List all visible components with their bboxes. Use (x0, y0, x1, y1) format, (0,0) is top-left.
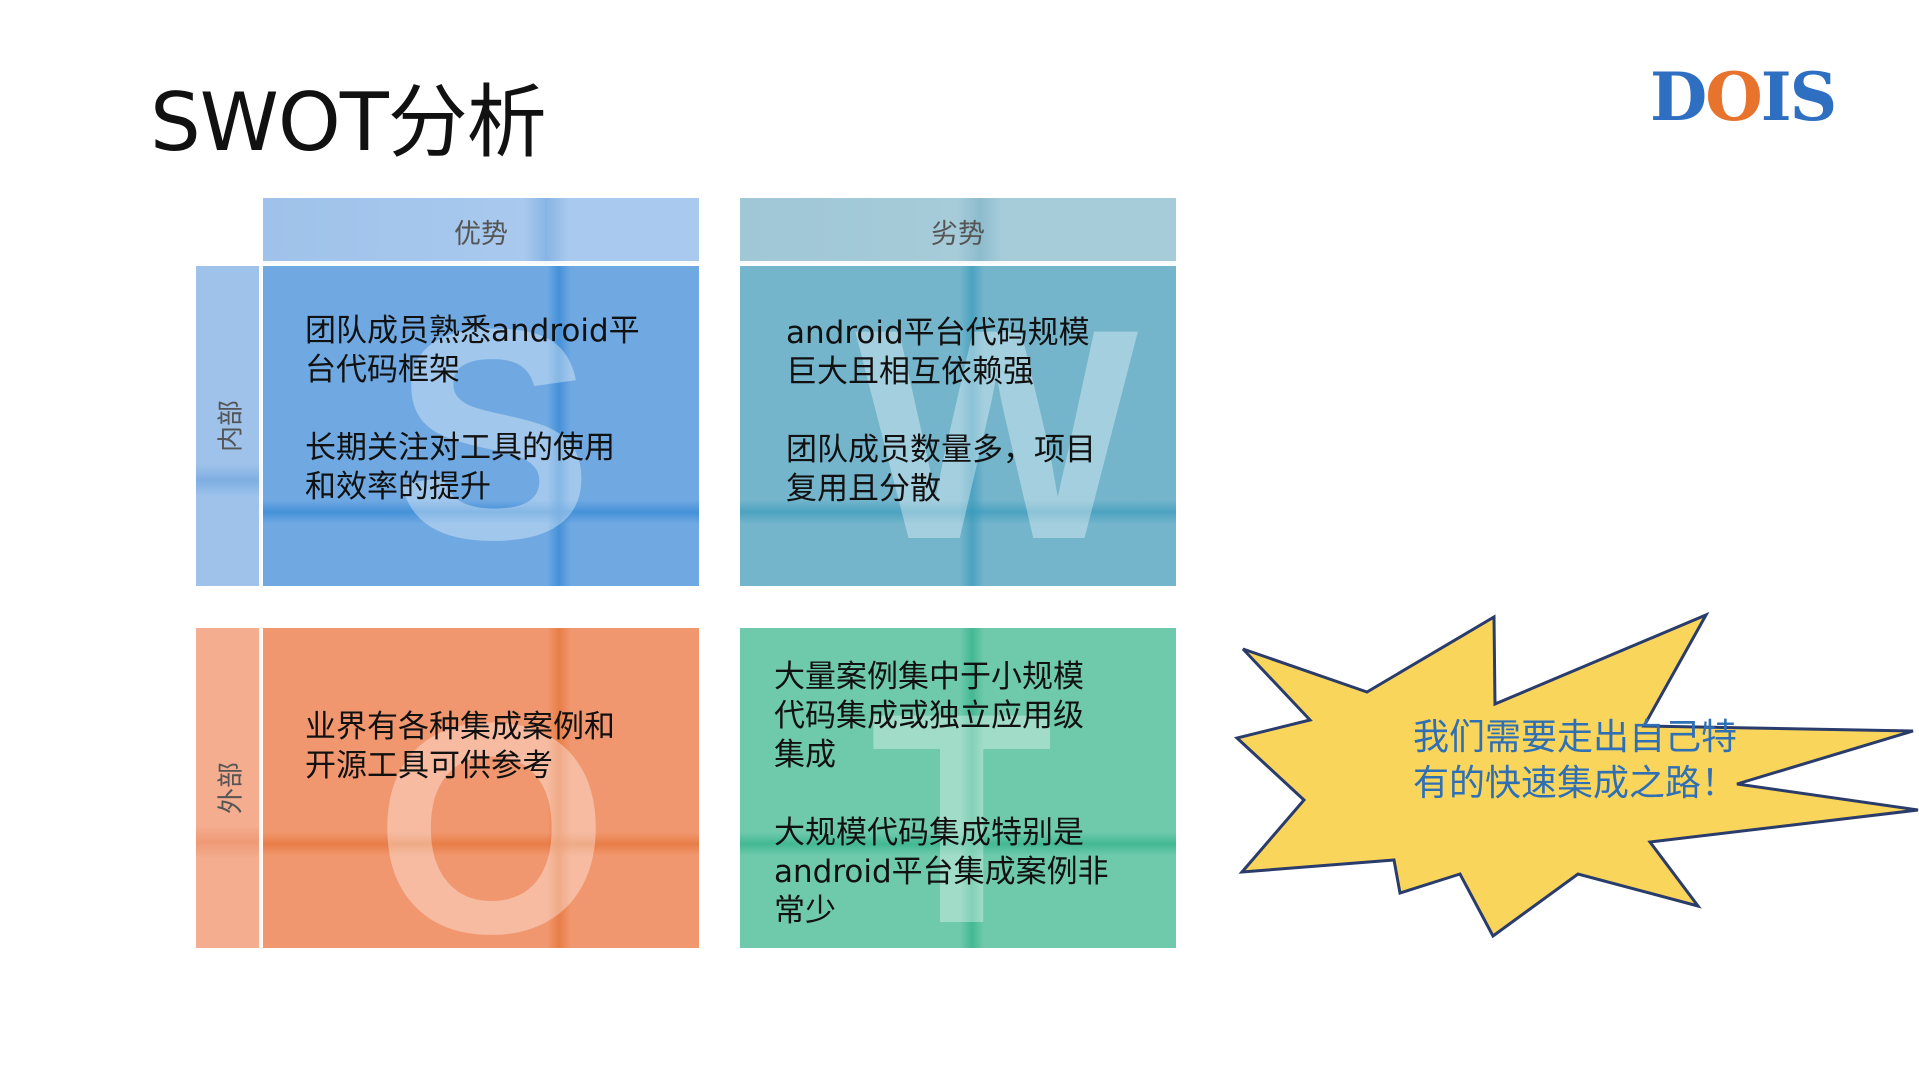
threats-text: 大量案例集中于小规模 代码集成或独立应用级 集成 大规模代码集成特别是 andr… (774, 658, 1109, 931)
header-strengths: 优势 (263, 198, 699, 264)
explosion-shape (1233, 611, 1919, 939)
weaknesses-line: android平台代码规模 (786, 315, 1090, 351)
weaknesses-line: 巨大且相互依赖强 (786, 354, 1034, 390)
weaknesses-line: 复用且分散 (786, 471, 941, 507)
quadrant-opportunities: O 业界有各种集成案例和 开源工具可供参考 (263, 628, 699, 948)
threats-line: 大量案例集中于小规模 (774, 659, 1084, 695)
callout-line: 我们需要走出自己特 (1412, 717, 1737, 758)
weaknesses-text: android平台代码规模 巨大且相互依赖强 团队成员数量多，项目 复用且分散 (786, 314, 1096, 509)
quadrant-letter-s: S (393, 266, 594, 586)
quadrant-letter-o: O (375, 660, 609, 948)
strengths-line: 团队成员熟悉android平 (305, 313, 640, 349)
callout-line: 有的快速集成之路！ (1412, 763, 1737, 804)
side-internal: 内部 (196, 266, 262, 586)
header-strengths-label: 优势 (454, 218, 508, 250)
threats-line: 代码集成或独立应用级 (774, 698, 1084, 734)
threats-line: 大规模代码集成特别是 (774, 815, 1084, 851)
threats-line: 集成 (774, 737, 836, 773)
weaknesses-line: 团队成员数量多，项目 (786, 432, 1096, 468)
threats-line: 常少 (774, 893, 836, 929)
quadrant-strengths: S 团队成员熟悉android平 台代码框架 长期关注对工具的使用 和效率的提升 (263, 266, 699, 586)
header-weaknesses-label: 劣势 (931, 218, 985, 250)
page-title: SWOT分析 (150, 76, 547, 169)
quadrant-threats: T 大量案例集中于小规模 代码集成或独立应用级 集成 大规模代码集成特别是 an… (740, 628, 1176, 948)
dois-logo: DOIS (1650, 58, 1838, 136)
quadrant-letter-w: W (855, 266, 1139, 586)
strengths-line: 和效率的提升 (305, 469, 491, 505)
opportunities-line: 业界有各种集成案例和 (305, 709, 615, 745)
threats-line: android平台集成案例非 (774, 854, 1109, 890)
side-external: 外部 (196, 628, 262, 948)
opportunities-text: 业界有各种集成案例和 开源工具可供参考 (305, 708, 615, 786)
header-weaknesses: 劣势 (740, 198, 1176, 264)
strengths-line: 台代码框架 (305, 352, 460, 388)
logo-letter-s: S (1789, 58, 1838, 136)
callout-text: 我们需要走出自己特 有的快速集成之路！ (1395, 715, 1755, 807)
logo-letter-i: I (1760, 58, 1792, 136)
strengths-text: 团队成员熟悉android平 台代码框架 长期关注对工具的使用 和效率的提升 (305, 312, 640, 507)
logo-letter-o: O (1705, 58, 1762, 136)
quadrant-weaknesses: W android平台代码规模 巨大且相互依赖强 团队成员数量多，项目 复用且分… (740, 266, 1176, 586)
opportunities-line: 开源工具可供参考 (305, 748, 553, 784)
logo-letter-d: D (1650, 58, 1707, 136)
strengths-line: 长期关注对工具的使用 (305, 430, 615, 466)
quadrant-letter-t: T (870, 650, 1054, 948)
